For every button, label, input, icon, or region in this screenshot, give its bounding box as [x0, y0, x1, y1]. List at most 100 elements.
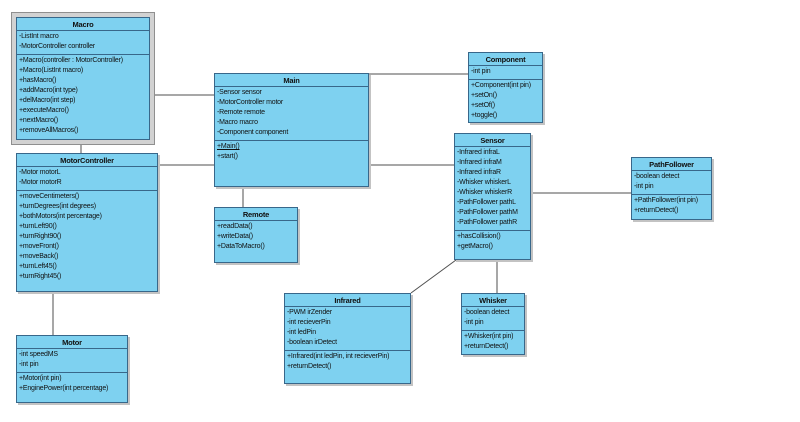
attributes-section: -boolean detect -int pin	[462, 307, 524, 331]
method-row: +returnDetect()	[464, 343, 509, 350]
attribute-row: -Remote remote	[217, 109, 265, 116]
class-title: Macro	[17, 18, 149, 31]
attribute-row: -PathFollower pathM	[457, 209, 518, 216]
attribute-row: -boolean detect	[464, 309, 510, 316]
attribute-row: -Motor motorR	[19, 179, 62, 186]
attribute-row: -MotorController motor	[217, 99, 284, 106]
attribute-row: -Macro macro	[217, 119, 258, 126]
method-row: +bothMotors(int percentage)	[19, 213, 102, 220]
method-row: +turnDegrees(int degrees)	[19, 203, 96, 210]
class-box-macro[interactable]: Macro -ListInt macro -MotorController con…	[16, 17, 150, 140]
attributes-section: -ListInt macro -MotorController controlle…	[17, 31, 149, 55]
method-row: +moveBack()	[19, 253, 59, 260]
class-title: Component	[469, 53, 542, 66]
attributes-section: -Motor motorL -Motor motorR	[17, 167, 157, 191]
class-title: Sensor	[455, 134, 530, 147]
class-title: Main	[215, 74, 368, 87]
attributes-section: -int speedMS -int pin	[17, 349, 127, 373]
method-row: +Component(int pin)	[471, 82, 531, 89]
method-row: +toggle()	[471, 112, 498, 119]
method-row: +readData()	[217, 223, 253, 230]
method-row: +moveCentimeters()	[19, 193, 80, 200]
method-row: +setOf()	[471, 102, 495, 109]
attribute-row: -ListInt macro	[19, 33, 59, 40]
class-title: MotorController	[17, 154, 157, 167]
attribute-row: -Infrared infraM	[457, 159, 502, 166]
method-row: +hasCollision()	[457, 233, 501, 240]
class-box-sensor[interactable]: Sensor -Infrared infraL-Infrared infraM-…	[454, 133, 531, 260]
attributes-section: -int pin	[469, 66, 542, 80]
class-box-whisker[interactable]: Whisker -boolean detect -int pin +Whisker…	[461, 293, 525, 355]
method-row: +executeMacro()	[19, 107, 69, 114]
attribute-row: -Component component	[217, 129, 289, 136]
class-box-remote[interactable]: Remote +readData() +writeData() +DataToMac…	[214, 207, 298, 263]
methods-section: +Main() +start()	[215, 141, 368, 186]
attribute-row: -Whisker whiskerL	[457, 179, 511, 186]
method-row: +turnLeft90()	[19, 223, 57, 230]
method-row: +hasMacro()	[19, 77, 57, 84]
class-title: PathFollower	[632, 158, 711, 171]
attribute-row: -Whisker whiskerR	[457, 189, 512, 196]
methods-section: +Motor(int pin) +EnginePower(int percenta…	[17, 373, 127, 402]
attribute-row: -Infrared infraR	[457, 169, 501, 176]
class-title: Infrared	[285, 294, 410, 307]
method-row: +EnginePower(int percentage)	[19, 385, 109, 392]
method-row: +setOn()	[471, 92, 497, 99]
attribute-row: -int pin	[464, 319, 484, 326]
attribute-row: -PathFollower pathL	[457, 199, 516, 206]
methods-section: +PathFollower(int pin)+returnDetect()	[632, 195, 711, 219]
method-row: +Main()	[217, 143, 240, 150]
attribute-row: -int speedMS	[19, 351, 58, 358]
class-box-motor[interactable]: Motor -int speedMS-int pin +Motor(int pi…	[16, 335, 128, 403]
connector-sensor-infrared[interactable]	[410, 259, 457, 294]
attributes-section: -Sensor sensor-MotorController motor-Rem…	[215, 87, 368, 141]
attribute-row: -boolean irDetect	[287, 339, 337, 346]
attributes-section: -Infrared infraL -Infrared infraM -Infrare…	[455, 147, 530, 231]
methods-section: +Macro(controller : MotorController) +Mac…	[17, 55, 149, 139]
method-row: +Macro(controller : MotorController)	[19, 57, 123, 64]
attribute-row: -int pin	[471, 68, 491, 75]
method-row: +DataToMacro()	[217, 243, 265, 250]
attribute-row: -PathFollower pathR	[457, 219, 518, 226]
class-title: Remote	[215, 208, 297, 221]
methods-section: +Component(int pin) +setOn() +setOf() +togg…	[469, 80, 542, 122]
attribute-row: -boolean detect	[634, 173, 680, 180]
attribute-row: -int ledPin	[287, 329, 316, 336]
method-row: +turnRight90()	[19, 233, 62, 240]
class-box-motorcontroller[interactable]: MotorController -Motor motorL-Motor moto…	[16, 153, 158, 292]
method-row: +start()	[217, 153, 238, 160]
method-row: +moveFront()	[19, 243, 59, 250]
class-box-component[interactable]: Component -int pin +Component(int pin) +s…	[468, 52, 543, 123]
method-row: +removeAllMacros()	[19, 127, 79, 134]
method-row: +Whisker(int pin)	[464, 333, 514, 340]
class-title: Whisker	[462, 294, 524, 307]
class-box-pathfollower[interactable]: PathFollower -boolean detect-int pin +Pa…	[631, 157, 712, 220]
attribute-row: -int pin	[19, 361, 39, 368]
class-box-infrared[interactable]: Infrared -PWM irZender -int recieverPin -i…	[284, 293, 411, 384]
method-row: +Macro(ListInt macro)	[19, 67, 84, 74]
attribute-row: -Infrared infraL	[457, 149, 500, 156]
method-row: +turnRight45()	[19, 273, 62, 280]
method-row: +addMacro(int type)	[19, 87, 78, 94]
method-row: +writeData()	[217, 233, 253, 240]
attribute-row: -Motor motorL	[19, 169, 61, 176]
method-row: +turnLeft45()	[19, 263, 57, 270]
methods-section: +Whisker(int pin) +returnDetect()	[462, 331, 524, 354]
attributes-section: -boolean detect-int pin	[632, 171, 711, 195]
method-row: +Infrared(int ledPin, int recieverPin)	[287, 353, 390, 360]
methods-section: +readData() +writeData() +DataToMacro()	[215, 221, 297, 262]
attributes-section: -PWM irZender -int recieverPin -int ledPin…	[285, 307, 410, 351]
methods-section: +hasCollision() +getMacro()	[455, 231, 530, 259]
method-row: +Motor(int pin)	[19, 375, 62, 382]
class-box-main[interactable]: Main -Sensor sensor-MotorController moto…	[214, 73, 369, 187]
method-row: +delMacro(int step)	[19, 97, 76, 104]
attribute-row: -PWM irZender	[287, 309, 332, 316]
attribute-row: -MotorController controller	[19, 43, 95, 50]
attribute-row: -int recieverPin	[287, 319, 331, 326]
methods-section: +moveCentimeters() +turnDegrees(int degre…	[17, 191, 157, 291]
method-row: +nextMacro()	[19, 117, 59, 124]
method-row: +returnDetect()	[287, 363, 332, 370]
methods-section: +Infrared(int ledPin, int recieverPin) +r…	[285, 351, 410, 383]
method-row: +getMacro()	[457, 243, 493, 250]
